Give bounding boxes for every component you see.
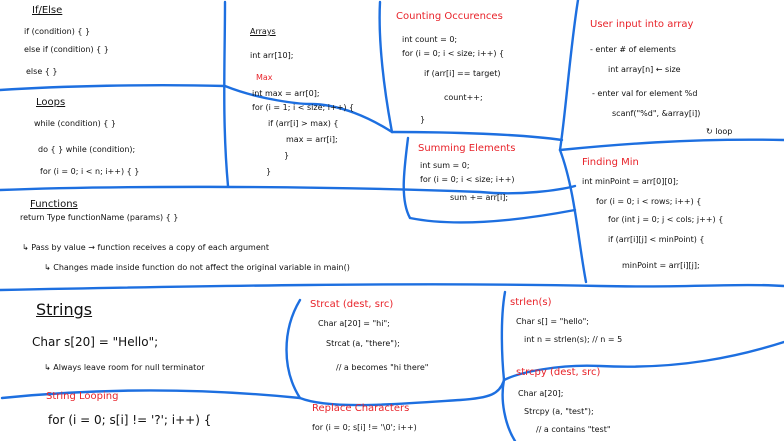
summing-line: sum += arr[i];: [450, 193, 509, 202]
string-looping-line: for (i = 0; s[i] != '?'; i++) {: [48, 413, 212, 427]
ifelse-title: If/Else: [32, 5, 63, 16]
user-input-line: int array[n] ← size: [608, 65, 681, 74]
finding-min-line: if (arr[i][j] < minPoint) {: [608, 235, 705, 244]
divider: [558, 138, 784, 152]
divider: [501, 378, 517, 441]
functions-title: Functions: [30, 199, 78, 210]
divider: [402, 136, 577, 224]
divider: [378, 0, 394, 134]
counting-line: int count = 0;: [402, 35, 458, 44]
loops-line: while (condition) { }: [34, 119, 117, 128]
strcpy-line: // a contains "test": [536, 425, 611, 434]
divider: [558, 0, 580, 152]
strcpy-title: strcpy (dest, src): [516, 367, 601, 378]
divider: [500, 290, 507, 382]
ifelse-line: else if (condition) { }: [24, 45, 109, 54]
counting-title: Counting Occurences: [396, 11, 503, 22]
strlen-line: Char s[] = "hello";: [516, 317, 589, 326]
loops-line: do { } while (condition);: [38, 145, 136, 154]
divider: [0, 184, 577, 195]
max-line: if (arr[i] > max) {: [268, 119, 339, 128]
strcat-line: // a becomes "hi there": [336, 363, 429, 372]
finding-min-line: for (i = 0; i < rows; i++) {: [596, 197, 702, 206]
user-input-line: - enter # of elements: [590, 45, 676, 54]
string-looping-title: String Looping: [46, 391, 119, 402]
functions-note: ↳ Changes made inside function do not af…: [44, 263, 350, 272]
divider: [502, 340, 784, 382]
user-input-line: ↻ loop: [706, 127, 733, 136]
arrays-title: Arrays: [250, 27, 276, 36]
strcat-line: Strcat (a, "there");: [326, 339, 400, 348]
strcat-line: Char a[20] = "hi";: [318, 319, 390, 328]
finding-min-line: minPoint = arr[i][j];: [622, 261, 700, 270]
ifelse-line: else { }: [26, 67, 58, 76]
summing-line: int sum = 0;: [420, 161, 470, 170]
divider: [223, 84, 394, 134]
max-line: }: [266, 167, 272, 176]
max-line: int max = arr[0];: [252, 89, 320, 98]
counting-line: for (i = 0; i < size; i++) {: [402, 49, 505, 58]
max-line: }: [284, 151, 290, 160]
replace-line: for (i = 0; s[i] != '\0'; i++): [312, 423, 417, 432]
finding-min-title: Finding Min: [582, 157, 639, 168]
finding-min-line: int minPoint = arr[0][0];: [582, 177, 679, 186]
ifelse-line: if (condition) { }: [24, 27, 91, 36]
functions-signature: return Type functionName (params) { }: [20, 213, 179, 222]
strcat-title: Strcat (dest, src): [310, 299, 394, 310]
divider: [0, 283, 784, 292]
strings-decl: Char s[20] = "Hello";: [32, 335, 159, 349]
strcpy-line: Char a[20];: [518, 389, 564, 398]
summing-line: for (i = 0; i < size; i++): [420, 175, 515, 184]
replace-title: Replace Characters: [312, 403, 410, 414]
divider: [0, 84, 227, 92]
strlen-title: strlen(s): [510, 297, 552, 308]
divider: [285, 298, 506, 407]
arrays-decl: int arr[10];: [250, 51, 294, 60]
divider: [0, 389, 302, 400]
strings-note: ↳ Always leave room for null terminator: [44, 363, 205, 372]
counting-line: count++;: [444, 93, 483, 102]
user-input-title: User input into array: [590, 19, 694, 30]
max-title: Max: [256, 73, 273, 82]
user-input-line: - enter val for element %d: [592, 89, 698, 98]
divider: [223, 0, 230, 188]
functions-note: ↳ Pass by value → function receives a co…: [22, 243, 269, 252]
strlen-line: int n = strlen(s); // n = 5: [524, 335, 623, 344]
summing-title: Summing Elements: [418, 143, 516, 154]
user-input-line: scanf("%d", &array[i]): [612, 109, 701, 118]
strings-title: Strings: [36, 300, 93, 319]
max-line: max = arr[i];: [286, 135, 338, 144]
max-line: for (i = 1; i < size; i++) {: [252, 103, 355, 112]
loops-line: for (i = 0; i < n; i++) { }: [40, 167, 140, 176]
counting-line: }: [420, 115, 426, 124]
divider: [390, 130, 564, 142]
counting-line: if (arr[i] == target): [424, 69, 501, 78]
loops-title: Loops: [36, 97, 66, 108]
finding-min-line: for (int j = 0; j < cols; j++) {: [608, 215, 724, 224]
strcpy-line: Strcpy (a, "test");: [524, 407, 594, 416]
divider: [558, 148, 588, 284]
